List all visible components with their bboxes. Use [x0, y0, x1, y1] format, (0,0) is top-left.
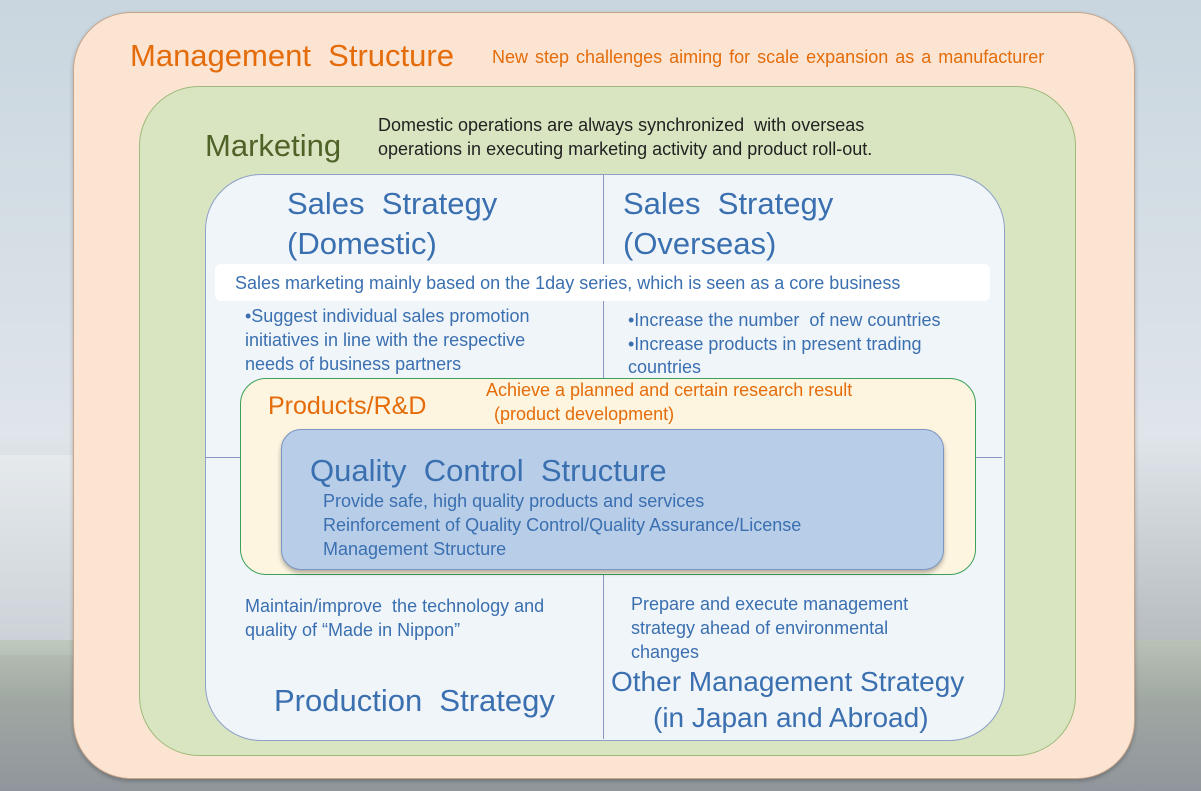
- marketing-title: Marketing: [205, 128, 342, 163]
- sales-domestic-bullet-line3: needs of business partners: [245, 354, 462, 374]
- sales-domestic-title-line1: Sales Strategy: [287, 186, 498, 221]
- management-subtitle: New step challenges aiming for scale exp…: [492, 47, 1045, 67]
- sales-overseas-title-line2: (Overseas): [623, 226, 777, 261]
- divider-horizontal-left: [206, 457, 240, 458]
- management-title: Management Structure: [130, 38, 454, 73]
- quality-control-title: Quality Control Structure: [310, 453, 667, 488]
- sales-overseas-title-line1: Sales Strategy: [623, 186, 834, 221]
- quality-control-line3: Management Structure: [323, 539, 507, 559]
- sales-overseas-bullet2-line2: countries: [628, 357, 702, 377]
- production-desc-line2: quality of “Made in Nippon”: [245, 620, 461, 640]
- sales-domestic-bullet-line1: •Suggest individual sales promotion: [245, 306, 530, 326]
- quality-control-box: [281, 429, 944, 570]
- products-rd-desc-line1: Achieve a planned and certain research r…: [486, 380, 853, 400]
- products-rd-title: Products/R&D: [268, 392, 427, 420]
- divider-vertical-top: [603, 175, 604, 264]
- sales-overseas-bullet1: •Increase the number of new countries: [628, 310, 941, 330]
- production-desc-line1: Maintain/improve the technology and: [245, 596, 545, 616]
- marketing-desc-line2: operations in executing marketing activi…: [378, 139, 873, 159]
- sales-overseas-bullet2-line1: •Increase products in present trading: [628, 334, 922, 354]
- quality-control-line2: Reinforcement of Quality Control/Quality…: [323, 515, 802, 535]
- core-business-text: Sales marketing mainly based on the 1day…: [235, 273, 901, 293]
- divider-horizontal-right: [975, 457, 1002, 458]
- core-business-banner: [215, 264, 990, 301]
- sales-domestic-title-line2: (Domestic): [287, 226, 437, 261]
- production-title: Production Strategy: [274, 683, 555, 718]
- other-desc-line1: Prepare and execute management: [631, 594, 909, 614]
- other-title-line1: Other Management Strategy: [611, 666, 965, 697]
- divider-vertical-middle: [603, 301, 604, 378]
- other-desc-line3: changes: [631, 642, 700, 662]
- marketing-desc-line1: Domestic operations are always synchroni…: [378, 115, 865, 135]
- quality-control-line1: Provide safe, high quality products and …: [323, 491, 705, 511]
- other-desc-line2: strategy ahead of environmental: [631, 618, 889, 638]
- divider-vertical-bottom: [603, 573, 604, 739]
- products-rd-desc-line2: (product development): [494, 404, 675, 424]
- other-title-line2: (in Japan and Abroad): [653, 702, 929, 733]
- sales-domestic-bullet-line2: initiatives in line with the respective: [245, 330, 526, 350]
